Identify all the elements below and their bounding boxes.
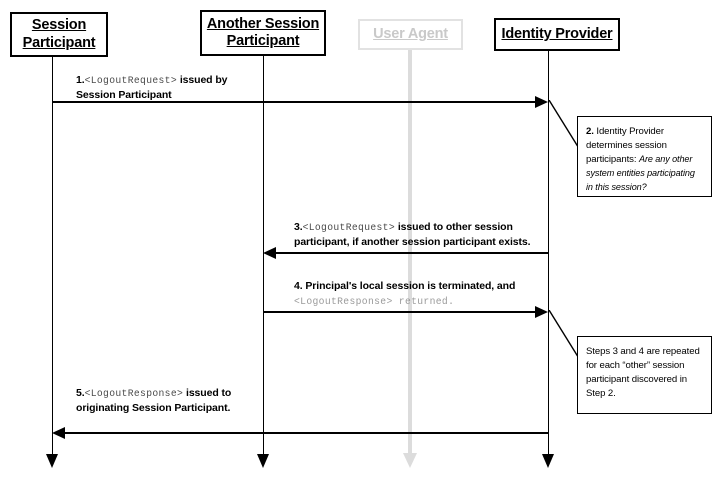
message-number-1: 1. xyxy=(76,74,85,86)
message-number-3: 3. xyxy=(294,221,303,233)
message-tail-1: issued by xyxy=(177,74,228,86)
message-arrowhead-3 xyxy=(263,247,276,259)
note-leader-repeat xyxy=(548,310,581,361)
message-mono-5: <LogoutResponse> xyxy=(84,388,184,399)
message-line2-3: participant, if another session particip… xyxy=(294,235,531,248)
actor-box-another-session-participant[interactable]: Another Session Participant xyxy=(200,10,326,56)
message-mono-3: <LogoutRequest> xyxy=(302,222,396,233)
message-mono-1: <LogoutRequest> xyxy=(84,75,178,86)
actor-label-line2: Participant xyxy=(226,33,300,49)
lifeline-identity-provider xyxy=(548,51,549,456)
message-tail-4: Principal's local session is terminated,… xyxy=(302,280,516,292)
message-label-3: 3.<LogoutRequest> issued to other sessio… xyxy=(294,220,556,250)
actor-box-session-participant[interactable]: Session Participant xyxy=(10,12,108,57)
message-arrowhead-4 xyxy=(535,306,548,318)
note-repeat: Steps 3 and 4 are repeated for each “oth… xyxy=(577,336,712,414)
message-arrowhead-5 xyxy=(52,427,65,439)
message-tail-3: issued to other session xyxy=(395,221,513,233)
actor-label-line1: User Agent xyxy=(373,25,448,42)
lifeline-session-participant xyxy=(52,57,53,456)
message-number-5: 5. xyxy=(76,387,85,399)
lifeline-end-arrow-user-agent xyxy=(403,453,417,468)
message-arrow-line-1 xyxy=(52,101,538,103)
lifeline-end-arrow-another-session-participant xyxy=(257,454,269,468)
lifeline-end-arrow-identity-provider xyxy=(542,454,554,468)
note-leader-step-2 xyxy=(548,100,581,151)
message-mono-4: <LogoutResponse> returned. xyxy=(294,295,455,307)
note-step-2-italic: Are any other system entities participat… xyxy=(586,153,695,192)
actor-label-line1: Session xyxy=(31,17,87,34)
message-tail-5: issued to xyxy=(183,387,232,399)
message-label-4: 4. Principal's local session is terminat… xyxy=(294,279,556,309)
message-arrow-line-4 xyxy=(263,311,538,313)
note-step-2: 2. Identity Provider determines session … xyxy=(577,116,712,197)
actor-label-line1: Another Session xyxy=(206,15,320,32)
message-arrow-line-3 xyxy=(275,252,548,254)
message-number-4: 4. xyxy=(294,280,303,292)
actor-box-user-agent[interactable]: User Agent xyxy=(358,19,463,50)
message-label-5: 5.<LogoutResponse> issued to originating… xyxy=(76,386,356,416)
actor-label-line1: Identity Provider xyxy=(501,25,613,42)
note-step-2-text: Identity Provider determines session par… xyxy=(586,126,667,165)
note-step-2-number: 2. xyxy=(586,126,594,137)
lifeline-end-arrow-session-participant xyxy=(46,454,58,468)
note-repeat-text: Steps 3 and 4 are repeated for each “oth… xyxy=(586,346,700,399)
message-arrow-line-5 xyxy=(64,432,548,434)
message-line2-1: Session Participant xyxy=(76,88,172,101)
actor-label-line2: Participant xyxy=(22,34,96,51)
message-line2-5: originating Session Participant. xyxy=(76,401,231,414)
message-arrowhead-1 xyxy=(535,96,548,108)
message-label-1: 1.<LogoutRequest> issued by Session Part… xyxy=(76,73,366,103)
actor-box-identity-provider[interactable]: Identity Provider xyxy=(494,18,620,51)
